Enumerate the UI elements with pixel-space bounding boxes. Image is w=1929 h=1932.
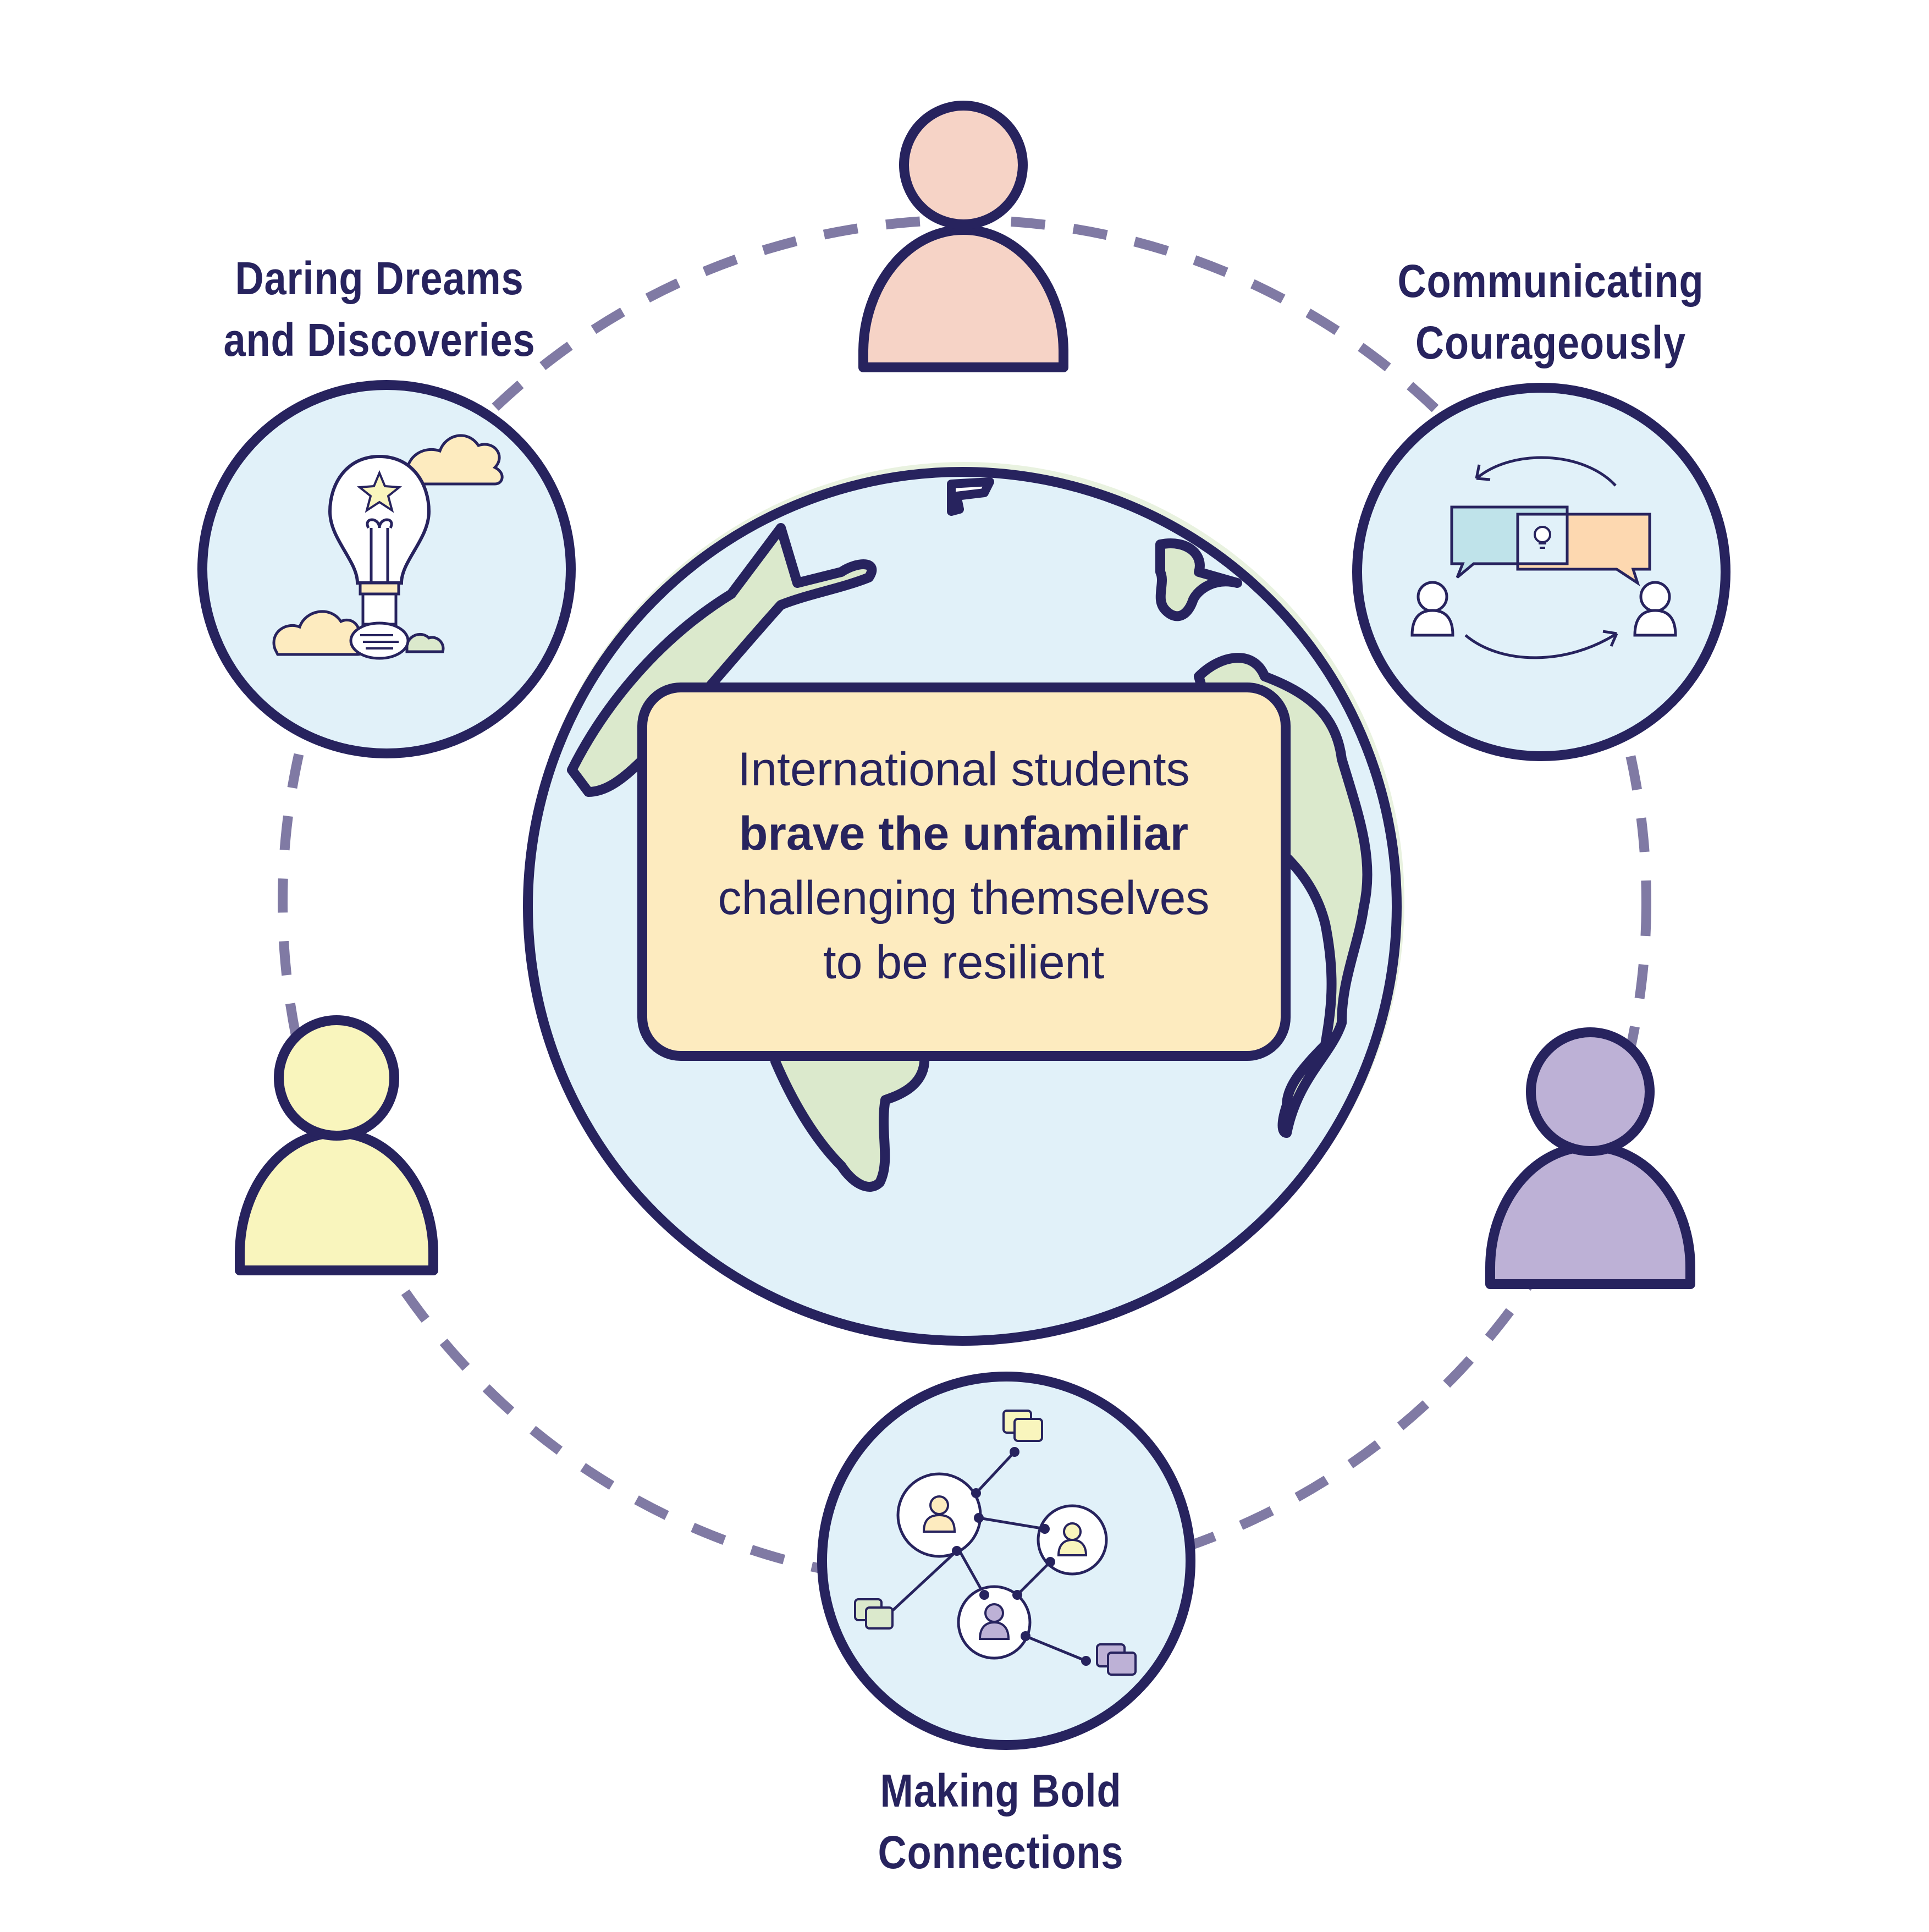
lightbulb-clouds-icon: [272, 434, 504, 660]
theme-label-line: and Discoveries: [223, 314, 536, 366]
message-box: [637, 682, 1291, 1061]
theme-label-line: Communicating: [1397, 255, 1704, 307]
center-message: International students brave the unfamil…: [654, 712, 1273, 1020]
speech-exchange-icon: [1410, 456, 1677, 659]
center-message-line: to be resilient: [823, 936, 1105, 989]
person-icon-right: [1485, 1027, 1695, 1289]
badge-communicating: [1352, 383, 1730, 761]
network-people-icon: [854, 1410, 1137, 1676]
theme-label-line: Courageously: [1415, 317, 1687, 368]
theme-label-communicating: Communicating Courageously: [1362, 250, 1740, 373]
center-message-emphasis: brave the unfamiliar: [738, 807, 1189, 860]
theme-label-making: Making Bold Connections: [812, 1760, 1190, 1883]
badge-daring-dreams: [197, 380, 576, 758]
person-icon-top: [858, 101, 1068, 372]
center-message-line: challenging themselves: [718, 872, 1210, 924]
theme-label-line: Daring Dreams: [235, 252, 524, 304]
theme-label-line: Connections: [878, 1826, 1124, 1878]
theme-label-line: Making Bold: [880, 1765, 1122, 1817]
center-message-line: International students: [737, 743, 1190, 796]
badge-making-connections: [817, 1372, 1195, 1750]
theme-label-daring: Daring Dreams and Discoveries: [190, 247, 569, 371]
person-icon-left: [235, 1015, 438, 1275]
